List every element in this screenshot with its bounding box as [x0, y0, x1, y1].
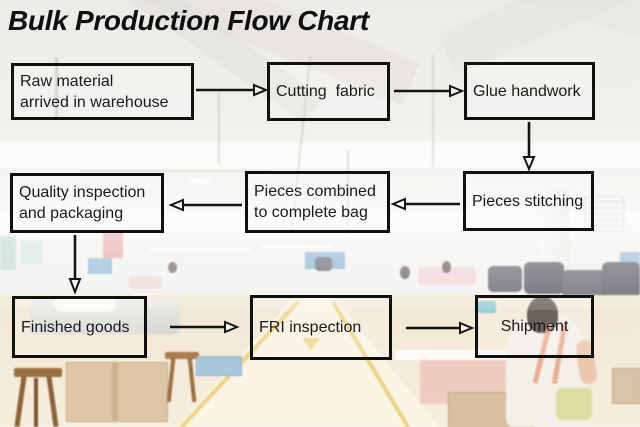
wooden-stool: [165, 352, 199, 359]
arrow-stitching-to-combined: [390, 197, 460, 211]
flow-box-finished-goods: Finished goods: [12, 296, 147, 358]
flow-box-quality-inspection: Quality inspection and packaging: [10, 173, 164, 233]
flow-box-glue-handwork: Glue handwork: [464, 62, 595, 120]
arrow-raw-to-cutting: [196, 83, 269, 97]
cardboard-box-tape: [112, 362, 118, 420]
flow-box-cutting-fabric: Cutting fabric: [267, 62, 390, 121]
work-table-white: [395, 350, 530, 360]
flow-box-pieces-combined: Pieces combined to complete bag: [245, 171, 390, 233]
blue-bin: [196, 356, 242, 376]
arrow-glue-to-stitching: [522, 122, 536, 172]
hanging-pipe: [55, 58, 58, 118]
flow-box-pieces-stitching: Pieces stitching: [463, 171, 594, 231]
wooden-stool: [14, 368, 62, 377]
arrow-quality-to-finished: [68, 235, 82, 295]
page-title: Bulk Production Flow Chart: [8, 5, 369, 36]
cardboard-box: [612, 368, 640, 404]
hanging-pipe: [218, 92, 220, 164]
arrow-cutting-to-glue: [394, 84, 465, 98]
floor-yellow-arrow: [302, 338, 320, 350]
flow-box-raw-material: Raw material arrived in warehouse: [11, 63, 194, 120]
arrow-finished-to-fri: [170, 320, 240, 334]
arrow-fri-to-shipment: [406, 321, 475, 335]
flow-box-fri-inspection: FRI inspection: [250, 295, 392, 360]
yellow-cloth: [556, 388, 592, 420]
flow-box-shipment: Shipment: [475, 295, 594, 358]
arrow-combined-to-quality: [168, 198, 242, 212]
wooden-stool-leg: [34, 378, 38, 427]
hanging-pipe: [432, 55, 434, 167]
